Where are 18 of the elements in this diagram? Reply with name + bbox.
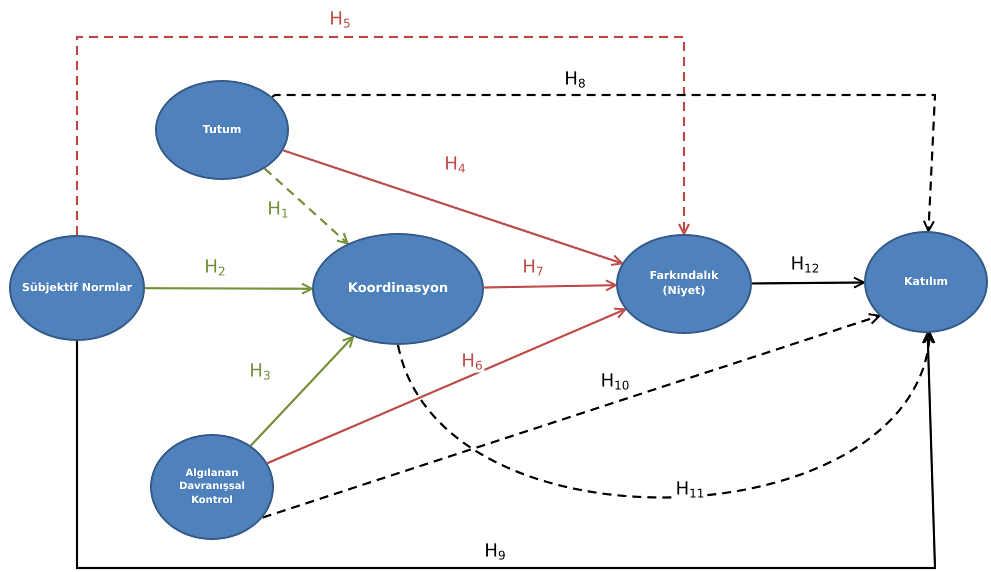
construct-name: Sübjektif Normlar [22, 280, 132, 296]
arrow [145, 282, 313, 295]
construct-name: Algılanan Davranışsal Kontrol [178, 466, 246, 508]
arrow [266, 308, 626, 464]
arrow [264, 168, 349, 245]
arrow [272, 94, 936, 232]
arrow [396, 332, 934, 498]
construct-name: Farkındalık (Niyet) [648, 269, 720, 299]
construct-name: Tutum [202, 122, 242, 138]
arrow [76, 332, 936, 570]
arrow [250, 336, 354, 446]
arrow [282, 149, 624, 266]
arrow [752, 276, 865, 289]
construct-name: Koordinasyon [348, 280, 448, 298]
construct-name: Katılım [904, 274, 948, 290]
arrow [76, 36, 690, 235]
arrow [484, 279, 618, 292]
arrow [262, 313, 881, 519]
